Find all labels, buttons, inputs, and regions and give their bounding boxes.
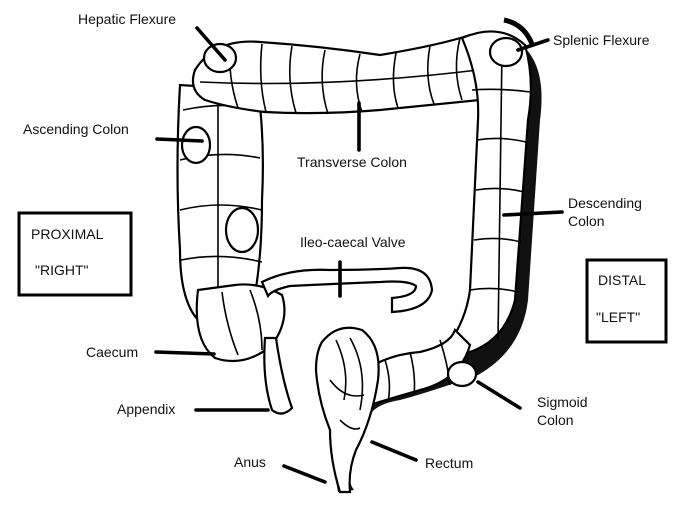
label-caecum: Caecum xyxy=(86,344,138,360)
distal-box-line1: DISTAL xyxy=(598,272,646,288)
proximal-box-line1: PROXIMAL xyxy=(31,226,104,242)
label-rectum: Rectum xyxy=(425,455,473,471)
ascending-colon-leader xyxy=(157,139,202,141)
label-appendix: Appendix xyxy=(117,401,175,417)
transverse-colon xyxy=(193,35,483,114)
label-hepatic-flexure: Hepatic Flexure xyxy=(78,11,176,27)
proximal-box-line2: "RIGHT" xyxy=(35,262,89,278)
label-descending-colon-line1: Descending xyxy=(568,195,642,211)
distal-box: DISTAL "LEFT" xyxy=(587,260,666,342)
label-transverse-colon: Transverse Colon xyxy=(297,154,407,170)
proximal-box: PROXIMAL "RIGHT" xyxy=(19,213,131,295)
sigmoid-colon-leader xyxy=(478,382,520,408)
rectum xyxy=(316,328,379,492)
rectum-leader xyxy=(372,442,416,460)
anus-leader xyxy=(284,466,325,482)
label-descending-colon-line2: Colon xyxy=(568,213,605,229)
label-ileo-caecal-valve: Ileo-caecal Valve xyxy=(300,234,406,250)
appendix xyxy=(264,338,292,414)
label-sigmoid-colon-line1: Sigmoid xyxy=(537,394,588,410)
label-anus: Anus xyxy=(234,454,266,470)
ileum xyxy=(262,268,432,312)
caecum-leader xyxy=(156,352,214,354)
label-splenic-flexure: Splenic Flexure xyxy=(553,32,650,48)
label-sigmoid-colon-line2: Colon xyxy=(537,412,574,428)
label-ascending-colon: Ascending Colon xyxy=(23,121,129,137)
distal-box-line2: "LEFT" xyxy=(596,309,640,325)
